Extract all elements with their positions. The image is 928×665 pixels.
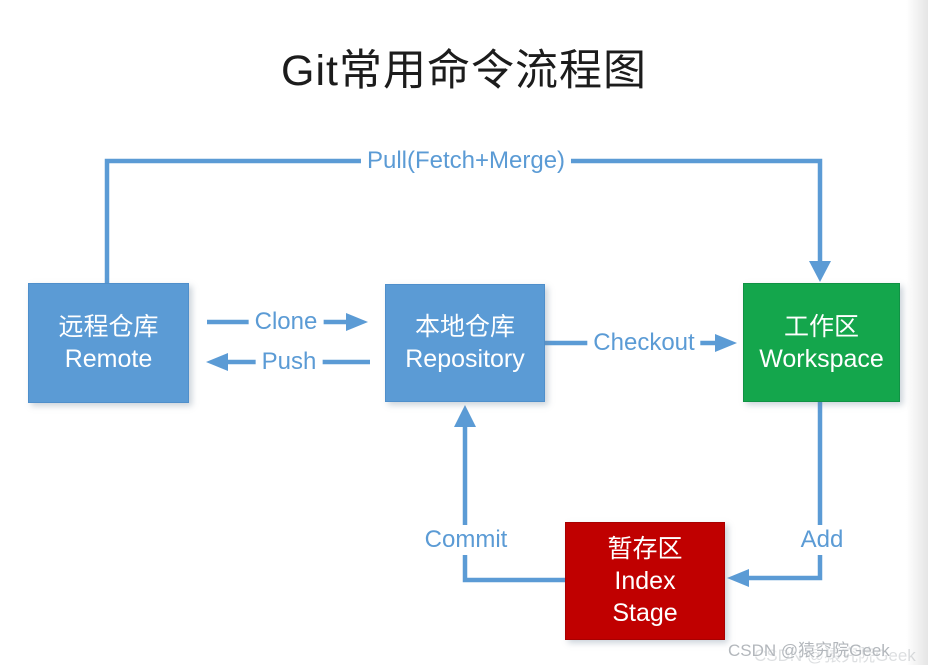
node-index-stage: 暂存区 Index Stage — [565, 522, 725, 640]
edge-checkout-label: Checkout — [587, 328, 701, 358]
node-index-label-en1: Index — [614, 567, 676, 595]
node-repository-label-en: Repository — [405, 345, 525, 373]
edge-pull-label: Pull(Fetch+Merge) — [360, 146, 572, 176]
node-workspace-label-en: Workspace — [759, 344, 884, 373]
edge-clone-label: Clone — [248, 307, 324, 337]
node-repository-label-zh: 本地仓库 — [414, 313, 515, 341]
watermark-text: CSDN @猿究院Geek — [728, 641, 890, 660]
edge-add-label: Add — [794, 525, 850, 555]
node-index-label-en2: Stage — [612, 599, 678, 627]
node-remote-label-zh: 远程仓库 — [58, 313, 159, 341]
node-remote-label-en: Remote — [64, 345, 153, 373]
node-workspace-label-zh: 工作区 — [783, 312, 859, 341]
edge-pull-line — [104, 158, 831, 283]
node-workspace: 工作区 Workspace — [743, 283, 900, 402]
node-remote-repo: 远程仓库 Remote — [28, 283, 189, 403]
node-index-label-zh: 暂存区 — [607, 535, 683, 563]
node-local-repository: 本地仓库 Repository — [385, 284, 545, 402]
edge-push-label: Push — [255, 347, 323, 377]
diagram-title: Git常用命令流程图 — [281, 47, 647, 95]
edge-commit-label: Commit — [418, 525, 514, 555]
edge-add-line — [727, 400, 823, 587]
edge-commit-line — [454, 405, 565, 583]
watermark-ghost-text: CSDN @猿究院Geek — [754, 646, 916, 665]
watermark: CSDN @猿究院Geek CSDN @猿究院Geek — [728, 636, 928, 665]
